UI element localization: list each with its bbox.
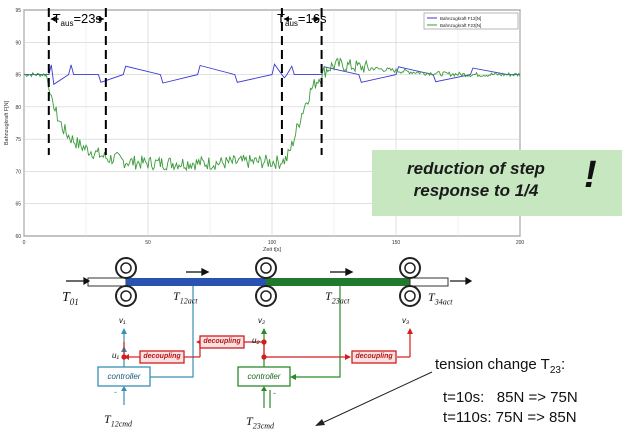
controller-2-input-arrow xyxy=(261,386,267,391)
sensor-line-t23 xyxy=(296,286,341,378)
annotation-arrowhead-left-2 xyxy=(283,16,289,22)
y-tick-label: 65 xyxy=(15,202,21,208)
y-tick-label: 70 xyxy=(15,169,21,175)
x-tick-label: 0 xyxy=(23,240,26,246)
annotation-arrowhead-left-1 xyxy=(50,16,56,22)
roller-1 xyxy=(115,257,137,307)
y-tick-label: 80 xyxy=(15,105,21,111)
sensor-line-t12 xyxy=(148,286,194,378)
callout-line-1: reduction of step xyxy=(407,159,545,178)
label-u2: u₂ xyxy=(252,336,260,345)
controller-2-label: controller xyxy=(247,372,281,381)
y-tick-label: 60 xyxy=(15,234,21,240)
web-tension-diagram xyxy=(66,257,473,426)
sensor-arrow-t23 xyxy=(290,374,296,380)
annotation-arrowhead-right-1 xyxy=(98,16,104,22)
label-t12act: T12act xyxy=(173,289,198,306)
roller-3 xyxy=(399,257,421,307)
annotation-arrowhead-right-2 xyxy=(314,16,320,22)
series-line-2 xyxy=(23,57,521,172)
legend-label-1: Bahnzugkraft F12[N] xyxy=(440,16,481,21)
label-t23act: T23act xyxy=(325,289,350,306)
label-v2: v₂ xyxy=(258,316,266,325)
label-t01: T01 xyxy=(62,290,79,307)
decoupling-node-2 xyxy=(261,339,267,345)
decoupling-node-1 xyxy=(121,354,127,360)
decoupling-block-2 xyxy=(199,335,245,349)
y-tick-label: 85 xyxy=(15,73,21,79)
legend-label-2: Bahnzugkraft F23[N] xyxy=(440,23,481,28)
decoupling-label-3: decoupling xyxy=(355,353,393,360)
legend-box xyxy=(423,12,519,30)
controller-2-output-arrow xyxy=(261,328,267,334)
controller-1-label: controller xyxy=(107,372,141,381)
decoupling-block-1 xyxy=(139,350,185,364)
inlet-tension-arrow xyxy=(66,276,91,286)
decoupling-node-3 xyxy=(261,354,267,360)
tension-change-pointer-head xyxy=(315,419,325,426)
decoupling-block-3 xyxy=(351,350,397,364)
y-tick-label: 95 xyxy=(15,8,21,14)
y-tick-label: 90 xyxy=(15,40,21,46)
annotation-label-1: Taus=23s xyxy=(53,11,103,28)
tension-change-line-1: t=10s: 85N => 75N xyxy=(443,389,578,406)
decoupling-label-1: decoupling xyxy=(143,353,181,360)
y-axis-label: Bahnzugkraft F[N] xyxy=(4,100,10,145)
decoupling-arrow-right xyxy=(345,354,351,360)
result-callout: reduction of step response to 1/4 ! xyxy=(372,150,622,216)
decoupling-arrow-v3 xyxy=(407,328,413,334)
x-tick-label: 100 xyxy=(268,240,277,246)
label-t34act: T34act xyxy=(428,290,453,307)
y-tick-label: 75 xyxy=(15,137,21,143)
tension-change-title: tension change T23: xyxy=(435,356,566,376)
controller-1-minus: - xyxy=(114,387,117,397)
web-direction-arrow-1 xyxy=(186,267,210,277)
x-tick-label: 50 xyxy=(145,240,151,246)
web-strip-span23 xyxy=(266,278,410,286)
decoupling-label-2: decoupling xyxy=(203,338,241,345)
controller-1-input-arrow xyxy=(121,386,127,391)
label-v1: v₁ xyxy=(119,316,126,325)
controller-2-minus: - xyxy=(273,388,276,398)
label-u1: u₁ xyxy=(112,351,119,360)
web-strip-span12 xyxy=(126,278,266,286)
callout-line-2: response to 1/4 xyxy=(413,181,539,200)
tension-change-line-2: t=110s: 75N => 85N xyxy=(443,409,577,426)
tension-change-pointer xyxy=(319,371,433,425)
web-strip-outlet xyxy=(409,277,449,287)
x-tick-label: 150 xyxy=(392,240,401,246)
x-axis-label: Zeit t[s] xyxy=(263,247,282,253)
label-t12cmd: T12cmd xyxy=(104,412,133,429)
label-v3: v₃ xyxy=(402,316,410,325)
web-strip-inlet xyxy=(87,277,127,287)
x-tick-label: 200 xyxy=(516,240,525,246)
controller-1-output-arrow xyxy=(121,328,127,334)
series-line-1 xyxy=(24,63,520,86)
label-t23cmd: T23cmd xyxy=(246,414,275,431)
callout-exclamation: ! xyxy=(584,154,597,196)
outlet-tension-arrow xyxy=(450,276,473,286)
roller-2 xyxy=(255,257,277,307)
callout-text: reduction of step response to 1/4 xyxy=(372,158,580,202)
web-direction-arrow-2 xyxy=(330,267,354,277)
